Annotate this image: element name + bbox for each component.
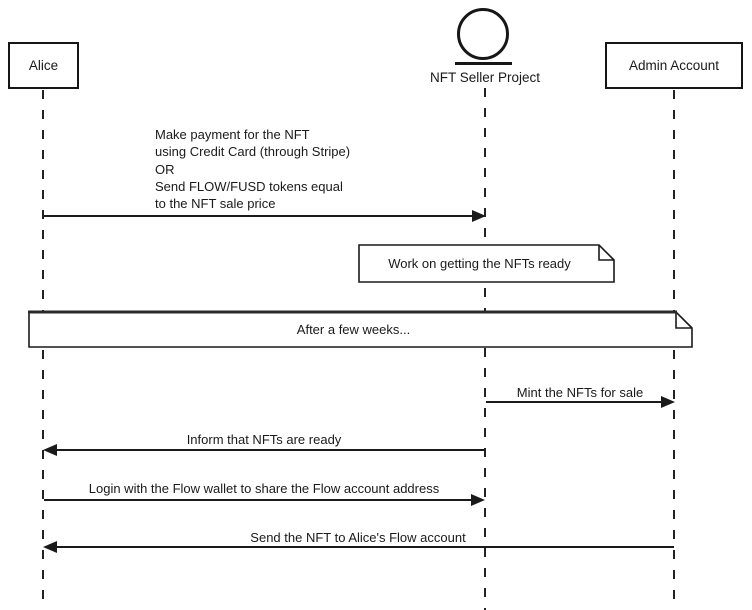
participant-label-admin: Admin Account	[628, 58, 720, 73]
participant-box-alice: Alice	[8, 42, 79, 89]
divider-after-a-few-weeks: After a few weeks...	[28, 310, 693, 349]
message-line-mint	[486, 401, 661, 403]
message-label-mint: Mint the NFTs for sale	[516, 385, 644, 400]
participant-label-seller: NFT Seller Project	[429, 70, 541, 85]
message-line-inform	[57, 449, 485, 451]
message-label-payment: Make payment for the NFT using Credit Ca…	[155, 127, 351, 212]
participant-box-admin: Admin Account	[605, 42, 743, 89]
message-line-send	[57, 546, 674, 548]
note-shape	[358, 244, 615, 283]
lifeline-seller	[484, 88, 486, 610]
participant-label-alice: Alice	[28, 58, 59, 73]
message-label-inform: Inform that NFTs are ready	[186, 432, 342, 447]
message-label-login: Login with the Flow wallet to share the …	[88, 481, 440, 496]
note-work-on-nfts: Work on getting the NFTs ready	[358, 244, 615, 283]
arrowhead-left-icon	[43, 444, 57, 456]
divider-label: After a few weeks...	[296, 322, 411, 337]
message-line-payment	[44, 215, 472, 217]
note-label: Work on getting the NFTs ready	[388, 256, 571, 271]
entity-underline	[455, 62, 512, 65]
lifeline-alice	[42, 90, 44, 610]
arrowhead-right-icon	[472, 210, 486, 222]
message-label-send: Send the NFT to Alice's Flow account	[250, 530, 466, 545]
arrowhead-right-icon	[471, 494, 485, 506]
message-line-login	[44, 499, 471, 501]
divider-shape	[28, 310, 693, 348]
lifeline-admin	[673, 90, 675, 610]
arrowhead-right-icon	[661, 396, 675, 408]
entity-icon	[457, 8, 509, 60]
arrowhead-left-icon	[43, 541, 57, 553]
